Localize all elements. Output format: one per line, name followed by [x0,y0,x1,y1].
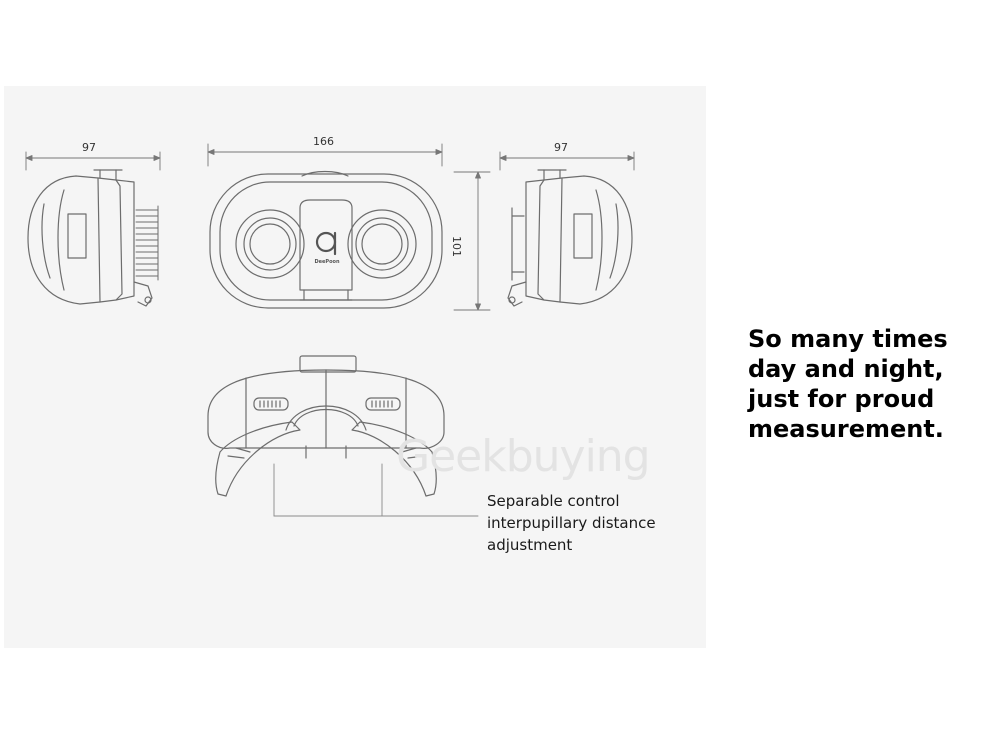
technical-drawing-panel: 97 166 97 101 DeePoon Geekbuying Separab… [4,86,706,648]
tagline-line: measurement. [748,415,944,443]
left-lens [235,209,305,279]
top-view [207,355,445,497]
top-outer-shell [207,369,445,449]
left-side-view [25,151,161,307]
right-width-dimension-line [499,151,635,171]
watermark: Geekbuying [396,431,651,482]
phone-clamp [299,199,353,291]
front-outer-shell [209,173,443,309]
left-ipd-slider [253,397,289,411]
vr-headset-drawing [25,143,635,517]
front-height-label: 101 [450,236,463,257]
left-strap-ribs [135,205,159,281]
right-faceplate-shell [559,175,633,305]
ipd-callout-text: Separable control interpupillary distanc… [487,490,687,556]
deepoon-logo-icon [315,231,337,256]
left-faceplate-shell [27,175,101,305]
front-width-label: 166 [313,135,334,148]
tagline: So many times day and night, just for pr… [748,324,988,444]
brand-name-label: DeePoon [314,259,340,265]
top-phone-clamp [299,355,357,373]
callout-line: Separable control [487,492,620,510]
right-lens [347,209,417,279]
tagline-line: day and night, [748,355,944,383]
callout-line: interpupillary distance [487,514,656,532]
left-side-width-label: 97 [82,141,96,154]
nose-bridge [293,408,359,427]
face-cushion-right [351,421,437,497]
right-side-view [499,151,635,307]
left-width-dimension-line [25,151,161,171]
callout-leader [273,463,479,517]
tagline-line: So many times [748,325,948,353]
face-cushion-left [215,421,301,497]
front-width-dimension-line [207,143,443,167]
tagline-line: just for proud [748,385,935,413]
callout-line: adjustment [487,536,573,554]
right-side-width-label: 97 [554,141,568,154]
right-ipd-slider [365,397,401,411]
front-height-dimension-line [453,171,491,311]
front-view [207,143,491,311]
